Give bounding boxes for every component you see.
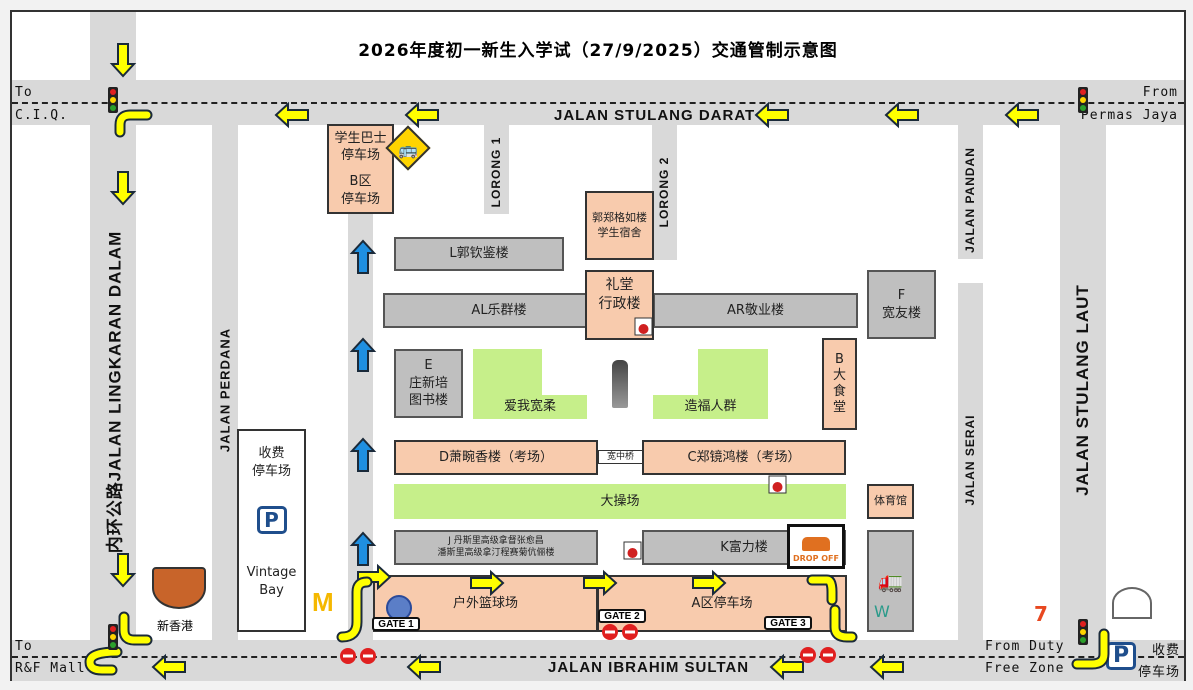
u-turn-arrow-icon-fill bbox=[86, 648, 121, 674]
traffic-map: 2026年度初一新生入学试（27/9/2025）交通管制示意图 JALAN ST… bbox=[10, 10, 1186, 681]
gym: 体育馆 bbox=[867, 484, 914, 519]
garden-right: 造福人群 bbox=[653, 395, 768, 419]
no-entry-icon bbox=[340, 648, 356, 664]
bus-parking: 学生巴士停车场 B区停车场 bbox=[327, 124, 394, 214]
no-entry-icon bbox=[622, 624, 638, 640]
dir-to-ciq-1: To bbox=[15, 85, 33, 100]
curve-arrow-icon-fill bbox=[116, 111, 151, 136]
harley-davidson-logo bbox=[152, 567, 206, 609]
no-entry-icon bbox=[602, 624, 618, 640]
curve-arrow-icon-fill bbox=[120, 613, 151, 644]
mosque-icon bbox=[1112, 587, 1152, 619]
school-driveway bbox=[348, 213, 373, 641]
curve-arrow-icon-fill bbox=[808, 576, 836, 604]
building-AL: AL乐群楼 bbox=[383, 293, 615, 328]
gate-3: GATE 3 bbox=[764, 616, 812, 630]
curve-arrow-icon-fill bbox=[1073, 630, 1108, 668]
dir-to-ciq-2: C.I.Q. bbox=[15, 108, 68, 123]
statue-icon bbox=[612, 360, 628, 408]
curve-arrow-icon-fill bbox=[831, 606, 856, 641]
building-AR: AR敬业楼 bbox=[653, 293, 858, 328]
bus-glyph: 🚌 bbox=[398, 140, 418, 159]
road-stulang-laut bbox=[1060, 80, 1106, 641]
arrow-up-icon bbox=[349, 337, 377, 372]
lane-divider-top bbox=[12, 102, 1184, 104]
map-title: 2026年度初一新生入学试（27/9/2025）交通管制示意图 bbox=[358, 41, 838, 61]
building-L: L郭钦鉴楼 bbox=[394, 237, 564, 271]
gate-1: GATE 1 bbox=[372, 617, 420, 631]
arrow-up-icon bbox=[349, 437, 377, 472]
arrow-left-icon bbox=[151, 653, 186, 681]
arrow-left-icon bbox=[769, 653, 804, 681]
road-lorong-2 bbox=[652, 125, 677, 260]
arrow-left-icon bbox=[404, 101, 439, 129]
road-ibrahim-sultan bbox=[12, 640, 1184, 681]
road-perdana bbox=[212, 125, 238, 641]
paid-parking-label-2: 停车场 bbox=[1137, 665, 1180, 680]
arrow-left-icon bbox=[754, 101, 789, 129]
dir-from-dutyfree-1: From Duty bbox=[985, 639, 1065, 654]
building-C: C郑镜鸿楼（考场） bbox=[642, 440, 846, 475]
dir-from-permas-1: From bbox=[1142, 85, 1178, 100]
road-serai bbox=[958, 283, 983, 641]
traffic-light-icon bbox=[108, 87, 118, 113]
building-D: D萧畹香楼（考场） bbox=[394, 440, 598, 475]
aed-icon bbox=[623, 541, 642, 560]
paid-parking-label-1: 收费 bbox=[1151, 643, 1180, 658]
aed-icon bbox=[768, 475, 787, 494]
arrow-down-icon bbox=[109, 43, 137, 78]
drop-off-sign: DROP OFF bbox=[787, 524, 845, 569]
water-logo: W bbox=[874, 602, 890, 621]
building-hall: 礼堂行政楼 bbox=[585, 270, 654, 340]
traffic-light-icon bbox=[1078, 87, 1088, 113]
aed-icon bbox=[634, 317, 653, 336]
refuse-building: 🚛 bbox=[867, 530, 914, 632]
traffic-marks-layer bbox=[84, 43, 1110, 681]
dir-to-rf-2: R&F Mall bbox=[15, 661, 86, 676]
no-entry-icon bbox=[820, 647, 836, 663]
gate-2: GATE 2 bbox=[598, 609, 646, 623]
arrow-left-icon bbox=[884, 101, 919, 129]
traffic-light-icon bbox=[1078, 619, 1088, 645]
xinxianggang-label: 新香港 bbox=[157, 619, 194, 633]
road-lorong-1 bbox=[484, 125, 509, 214]
arrow-left-icon bbox=[274, 101, 309, 129]
arrow-left-icon bbox=[1004, 101, 1039, 129]
seven-eleven-logo: 7 bbox=[1034, 602, 1048, 626]
arrow-right-icon bbox=[470, 569, 505, 597]
arrow-right-icon bbox=[692, 569, 727, 597]
garden-left: 爱我宽柔 bbox=[473, 395, 587, 419]
building-J: J 丹斯里高级拿督张愈昌潘斯里高级拿汀程赛菊伉俪楼 bbox=[394, 530, 598, 565]
road-name-bottom: JALAN IBRAHIM SULTAN bbox=[548, 659, 750, 676]
school-logo bbox=[386, 595, 412, 621]
dir-from-dutyfree-2: Free Zone bbox=[985, 661, 1065, 676]
arrow-right-icon bbox=[583, 569, 618, 597]
no-entry-icon bbox=[360, 648, 376, 664]
traffic-light-icon bbox=[108, 624, 118, 650]
dir-to-rf-1: To bbox=[15, 639, 33, 654]
mcdonalds-logo: M bbox=[312, 587, 334, 617]
arrow-down-icon bbox=[109, 553, 137, 588]
road-pandan bbox=[958, 125, 983, 259]
no-entry-icon bbox=[800, 647, 816, 663]
curve-arrow-icon-fill bbox=[338, 578, 371, 641]
arrow-down-icon bbox=[109, 171, 137, 206]
parking-sign-icon: P bbox=[256, 506, 287, 535]
bridge: 宽中桥 bbox=[598, 450, 643, 464]
arrow-left-icon bbox=[406, 653, 441, 681]
dir-from-permas-2: Permas Jaya bbox=[1080, 108, 1178, 123]
arrow-up-icon bbox=[349, 531, 377, 566]
building-dorm: 郭郑格如楼学生宿舍 bbox=[585, 191, 654, 260]
arrow-left-icon bbox=[869, 653, 904, 681]
road-name-top: JALAN STULANG DARAT bbox=[554, 107, 756, 124]
car-icon bbox=[802, 537, 830, 551]
arrow-up-icon bbox=[349, 239, 377, 274]
lane-divider-bottom bbox=[12, 656, 1184, 658]
